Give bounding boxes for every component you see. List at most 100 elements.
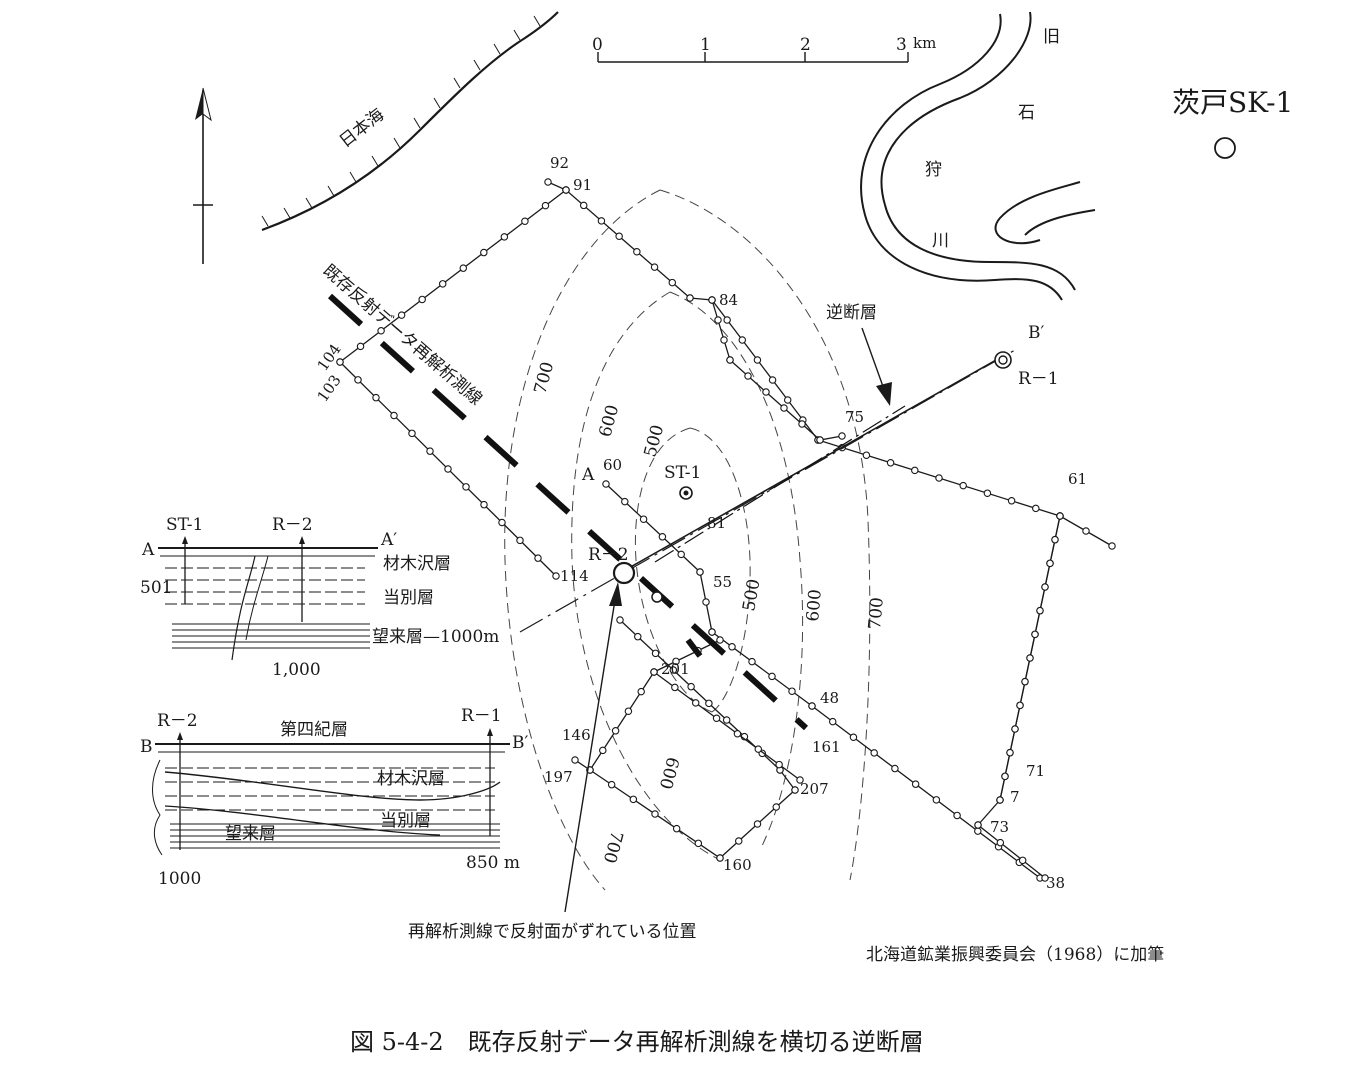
section-b-top-layer: 第四紀層 (280, 720, 348, 740)
station-point (672, 657, 680, 666)
station-point (621, 497, 629, 506)
station-point (911, 780, 920, 788)
station-point (733, 729, 742, 738)
fault-line (654, 405, 906, 563)
survey-line (574, 619, 796, 859)
station-point (712, 714, 721, 723)
station-point (974, 827, 982, 835)
station-point (996, 838, 1005, 847)
section-b-layer: 望来層 (225, 824, 276, 844)
station-point (891, 764, 899, 773)
section-a-depth-bottom: 1,000 (272, 660, 321, 680)
station-point (500, 233, 509, 241)
section-b-layer: 材木沢層 (377, 769, 445, 789)
cross-section-b (152, 728, 510, 856)
station-point (597, 217, 606, 225)
station-point (744, 372, 752, 380)
station-point (702, 598, 710, 606)
station-point (516, 536, 524, 545)
station-point (480, 500, 488, 509)
station-point (738, 336, 747, 344)
station-point (714, 316, 722, 324)
station-point (408, 429, 416, 438)
section-b-depth-bottom: 1000 (158, 869, 201, 889)
station-point (669, 666, 678, 674)
scale-unit: km (913, 34, 936, 52)
station-point (748, 657, 756, 666)
station-number: 146 (562, 726, 591, 744)
section-a-r2: R－2 (272, 515, 313, 535)
station-number: 61 (1068, 470, 1087, 488)
station-point (772, 803, 780, 811)
station-number: 7 (1010, 788, 1020, 806)
station-number: 104 (314, 341, 345, 375)
station-point (1031, 630, 1039, 639)
station-point (686, 294, 694, 302)
station-point (1007, 497, 1016, 505)
station-point (1018, 856, 1027, 865)
contour-label: 600 (803, 588, 826, 622)
section-b-depth: 850 m (466, 853, 520, 873)
station-number: 73 (990, 818, 1009, 836)
station-point (722, 716, 731, 724)
station-point (615, 232, 623, 241)
station-point (1032, 504, 1040, 513)
station-point (639, 515, 648, 523)
station-number: 207 (800, 780, 829, 798)
station-point (607, 780, 616, 789)
station-point (602, 480, 610, 488)
station-number: 103 (314, 372, 345, 406)
section-a-layer: 当別層 (383, 588, 434, 608)
station-point (579, 201, 588, 210)
station-point (728, 643, 736, 651)
station-point (1001, 772, 1009, 781)
station-number: 197 (544, 768, 573, 786)
station-point (798, 420, 806, 428)
station-number: 71 (1026, 762, 1045, 780)
station-point (571, 756, 579, 764)
station-point (1041, 874, 1049, 882)
river-label-4: 川 (932, 231, 949, 251)
offset-note: 再解析測線で反射面がずれている位置 (408, 922, 697, 942)
station-point (668, 278, 677, 287)
station-point (828, 717, 837, 726)
river (860, 11, 1096, 301)
contour-label: 600 (596, 403, 624, 440)
station-point (1021, 677, 1029, 686)
station-point (599, 746, 607, 755)
river-label-3: 狩 (925, 160, 942, 180)
station-point (611, 727, 620, 735)
reprocess-offset-mark (685, 638, 703, 658)
station-number: 201 (661, 660, 690, 678)
station-point (862, 451, 871, 459)
station-point (629, 795, 638, 804)
section-line-bb (519, 349, 1016, 633)
station-number: 38 (1046, 874, 1065, 892)
station-point (788, 687, 796, 695)
station-point (791, 786, 799, 794)
station-point (1041, 583, 1049, 591)
station-point (418, 295, 426, 304)
r1-label: R－1 (1018, 369, 1059, 389)
survey-line (589, 671, 655, 771)
station-point (438, 280, 447, 288)
station-point (544, 178, 552, 186)
river-label-2: 石 (1018, 103, 1035, 123)
well-r1-icon (994, 351, 1012, 369)
station-point (1026, 654, 1034, 662)
station-point (870, 749, 878, 757)
section-b-left-end: B (140, 737, 153, 757)
station-point (932, 796, 941, 804)
station-point (716, 854, 724, 862)
station-point (356, 342, 365, 351)
station-point (691, 699, 700, 707)
station-point (723, 316, 731, 324)
contour-label: 700 (599, 829, 627, 866)
station-point (444, 465, 452, 473)
st1-label: ST-1 (664, 463, 701, 483)
station-point (796, 776, 804, 784)
station-point (1006, 748, 1014, 757)
section-b-r1: R－1 (461, 706, 502, 726)
section-b-right-end: B′ (512, 733, 528, 753)
